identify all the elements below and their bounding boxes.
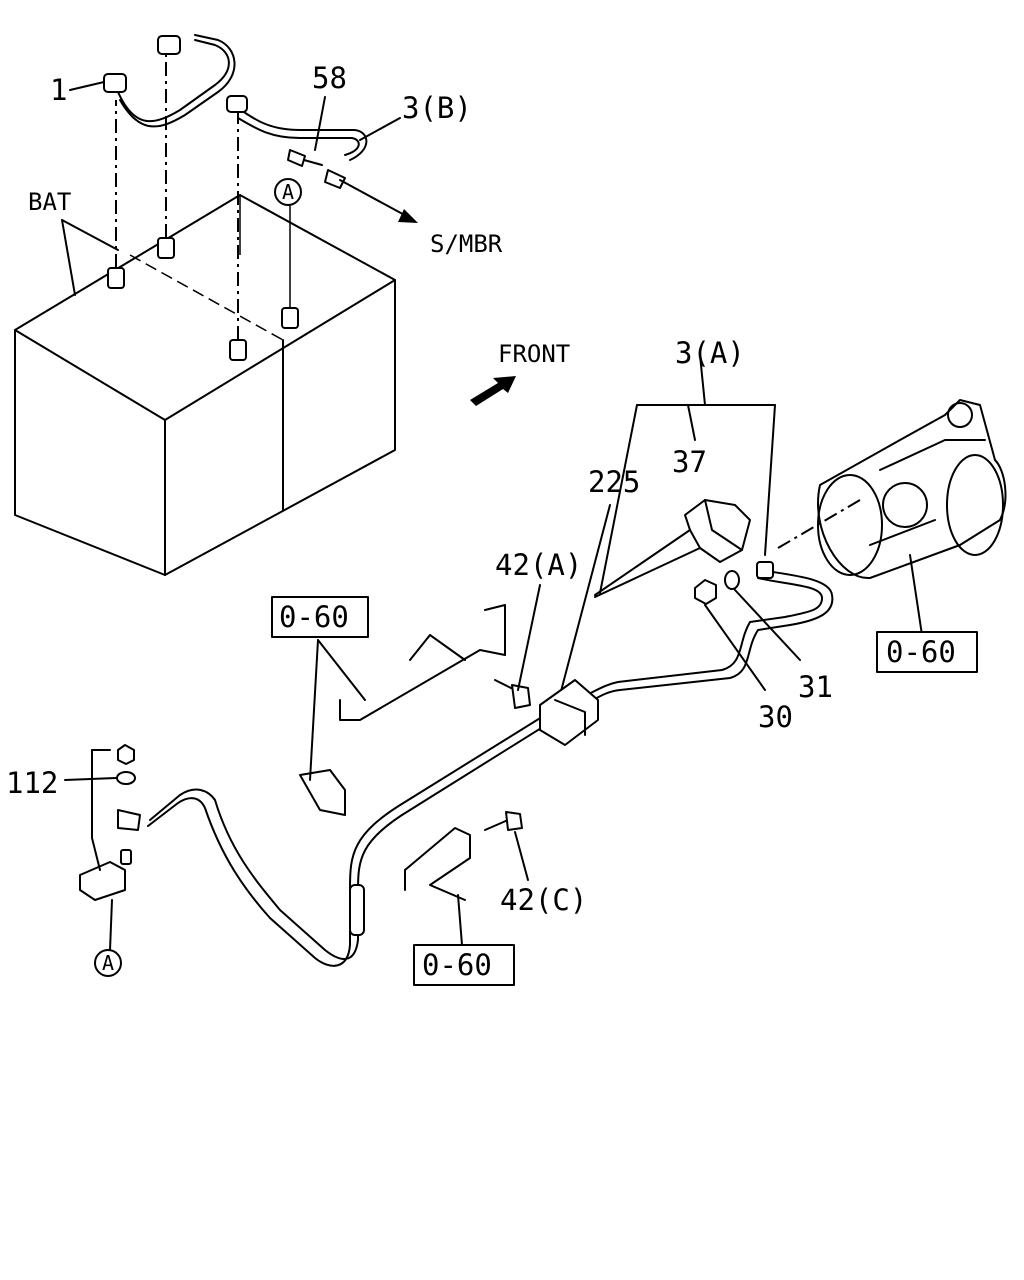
label-part-30: 30 (758, 700, 793, 734)
label-part-3b: 3(B) (402, 91, 472, 125)
insulator-cover-37 (594, 499, 751, 598)
label-part-112: 112 (6, 766, 58, 800)
ref-box-left (271, 596, 369, 638)
label-part-42a: 42(A) (495, 548, 582, 582)
cable-3b (226, 95, 368, 189)
main-cable-3a (117, 561, 834, 967)
label-s-mbr: S/MBR (430, 230, 503, 258)
bracket-left (299, 604, 506, 816)
battery-box (14, 194, 396, 576)
label-ref-060-right: 0-60 (886, 635, 956, 669)
callout-circle-a-bottom (94, 949, 122, 977)
starter-motor (817, 399, 1007, 580)
front-arrow-icon (470, 376, 516, 406)
label-bat: BAT (28, 188, 71, 216)
label-part-3a: 3(A) (675, 336, 745, 370)
bolt-42a (494, 584, 541, 709)
nut-30-washer-31 (694, 570, 801, 691)
label-ref-060-bottom: 0-60 (422, 948, 492, 982)
ref-box-right (876, 631, 978, 673)
label-part-225: 225 (588, 465, 640, 499)
label-ref-060-left: 0-60 (279, 600, 349, 634)
label-circle-a-top: A (282, 180, 294, 204)
label-part-37: 37 (672, 445, 707, 479)
label-part-58: 58 (312, 61, 347, 95)
bolt-42c-bracket (404, 811, 529, 946)
label-part-42c: 42(C) (500, 883, 587, 917)
terminal-112 (79, 744, 136, 951)
clip-225 (539, 679, 599, 746)
callout-circle-a-top (274, 178, 302, 206)
label-part-1: 1 (50, 73, 67, 107)
label-front: FRONT (498, 340, 570, 368)
label-circle-a-bottom: A (102, 951, 114, 975)
battery-cable-1 (103, 34, 236, 128)
ref-box-bottom (413, 944, 515, 986)
label-part-31: 31 (798, 670, 833, 704)
